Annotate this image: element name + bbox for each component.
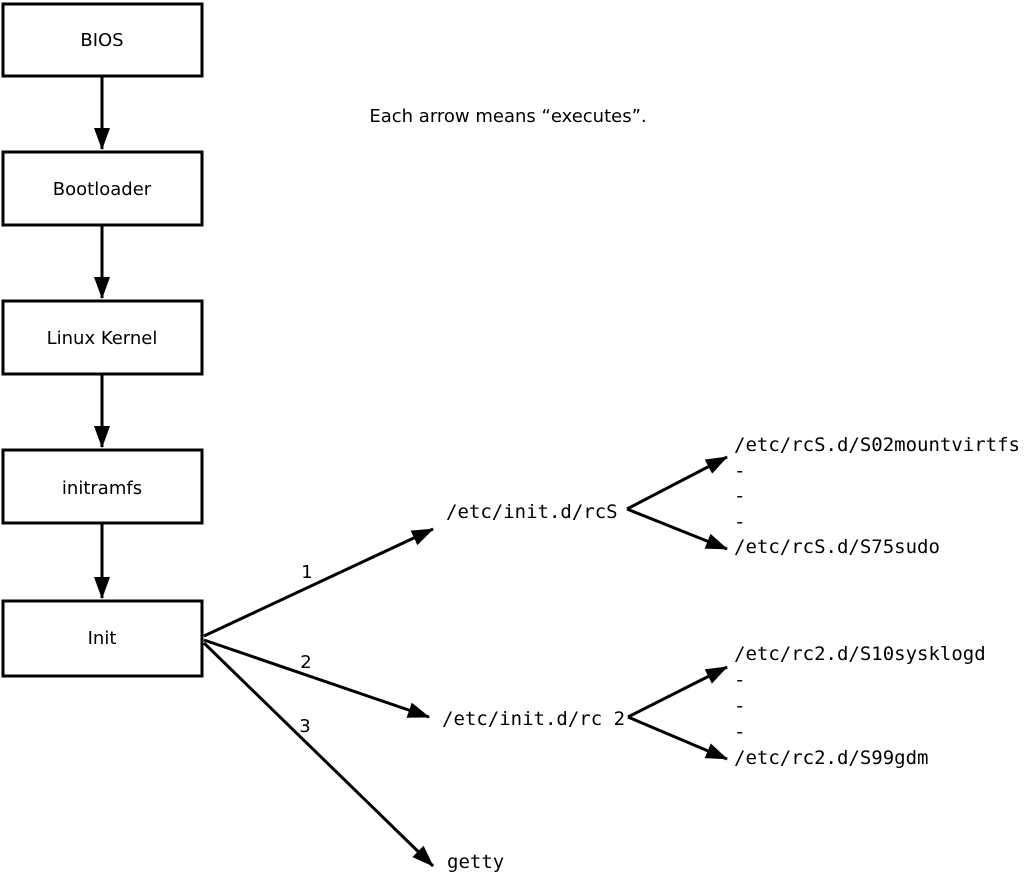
- box-bios: [1, 2, 204, 78]
- box-label-bootloader: Bootloader: [53, 179, 152, 200]
- box-initramfs: [1, 448, 204, 525]
- rc2-entry-dash-2: -: [734, 695, 745, 717]
- rc2-script-path: /etc/init.d/rc 2: [442, 708, 625, 730]
- rcs-entry-first: /etc/rcS.d/S02mountvirtfs: [734, 434, 1020, 456]
- arrow-rc2-to-last-entry: [627, 715, 728, 761]
- getty-label: getty: [447, 851, 504, 873]
- box-label-init: Init: [88, 628, 117, 649]
- box-linux-kernel: [1, 299, 204, 376]
- rc2-entry-last: /etc/rc2.d/S99gdm: [734, 747, 928, 769]
- box-bootloader: [1, 150, 204, 227]
- arrow-rcs-to-first-entry: [626, 455, 728, 511]
- box-label-bios: BIOS: [80, 30, 123, 51]
- arrow-order-label-2: 2: [300, 652, 311, 673]
- box-init: [1, 599, 204, 678]
- arrow-rcs-to-last-entry: [626, 507, 728, 551]
- box-label-linux-kernel: Linux Kernel: [47, 328, 158, 349]
- rc2-entry-first: /etc/rc2.d/S10sysklogd: [734, 643, 986, 665]
- arrow-order-label-1: 1: [301, 562, 312, 583]
- rc2-entry-dash-3: -: [734, 721, 745, 743]
- arrow-order-label-3: 3: [299, 716, 310, 737]
- arrow-init-to-rcs: [203, 527, 434, 638]
- rcs-entry-dash-2: -: [734, 485, 745, 507]
- rcs-entry-dash-3: -: [734, 511, 745, 533]
- rcs-entry-last: /etc/rcS.d/S75sudo: [734, 536, 940, 558]
- rc2-entry-dash-1: -: [734, 669, 745, 691]
- rcs-script-path: /etc/init.d/rcS: [446, 501, 618, 523]
- arrow-init-to-rc2: [203, 638, 430, 719]
- rcs-entry-dash-1: -: [734, 460, 745, 482]
- arrow-init-to-getty: [202, 641, 435, 868]
- arrow-rc2-to-first-entry: [627, 665, 728, 719]
- box-label-initramfs: initramfs: [62, 478, 142, 499]
- note-text: Each arrow means “executes”.: [369, 106, 646, 127]
